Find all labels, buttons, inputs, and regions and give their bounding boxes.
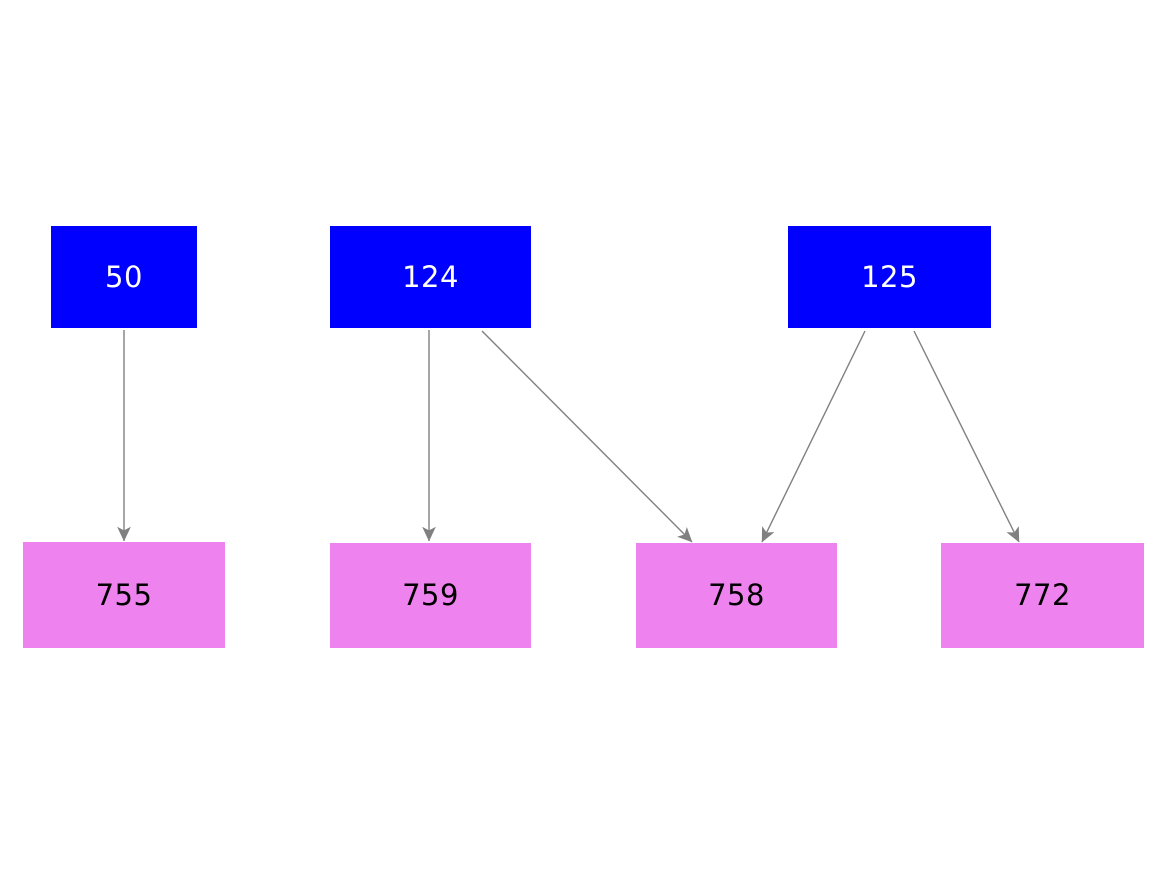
node-125-label: 125 — [861, 259, 918, 294]
edge-125-to-772 — [913, 330, 1020, 543]
node-755[interactable]: 755 — [23, 542, 225, 648]
node-772-label: 772 — [1014, 578, 1071, 612]
node-759[interactable]: 759 — [330, 543, 531, 648]
node-758[interactable]: 758 — [636, 543, 837, 648]
edges-group — [117, 330, 1020, 543]
node-759-label: 759 — [402, 578, 459, 612]
edge-125-to-758 — [761, 330, 866, 543]
node-125[interactable]: 125 — [788, 226, 991, 328]
node-50-label: 50 — [105, 259, 143, 294]
edge-124-to-758 — [481, 330, 693, 543]
node-772[interactable]: 772 — [941, 543, 1144, 648]
node-124-label: 124 — [402, 259, 459, 294]
node-758-label: 758 — [708, 578, 765, 612]
node-124[interactable]: 124 — [330, 226, 531, 328]
node-755-label: 755 — [95, 577, 153, 612]
node-50[interactable]: 50 — [51, 226, 197, 328]
